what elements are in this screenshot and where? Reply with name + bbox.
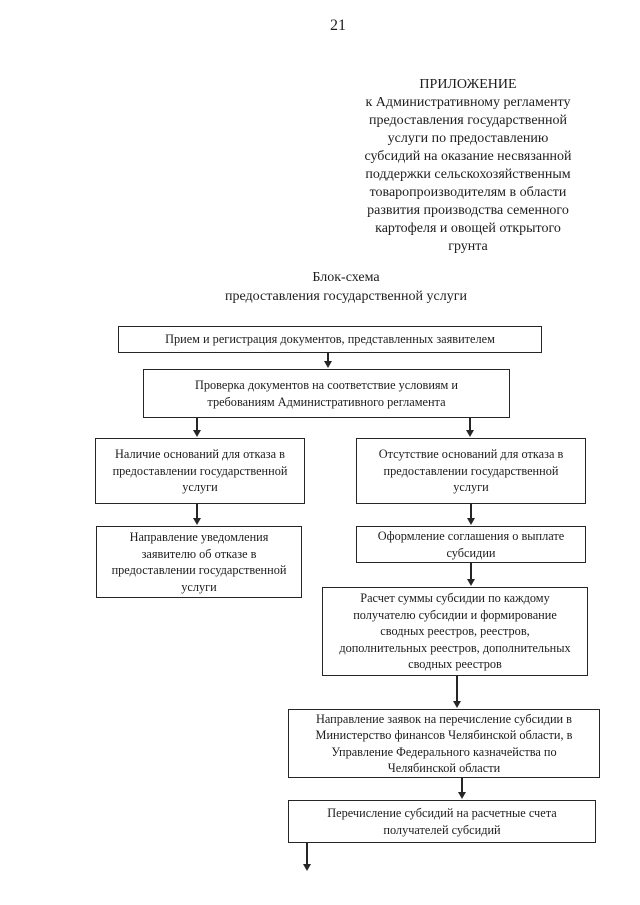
flow-box-refusal-grounds-label: Наличие оснований для отказа в предостав…: [112, 447, 288, 495]
arrow-line: [196, 418, 198, 432]
arrow-calculation-to-requests: [452, 676, 462, 708]
arrow-line: [461, 778, 463, 794]
page-number: 21: [330, 17, 346, 34]
flow-box-reception-label: Прием и регистрация документов, представ…: [165, 332, 495, 347]
arrow-line: [470, 563, 472, 581]
flow-box-calculation: Расчет суммы субсидии по каждому получат…: [322, 587, 588, 676]
flow-box-reception: Прием и регистрация документов, представ…: [118, 326, 542, 353]
arrow-line: [196, 504, 198, 520]
flow-box-refusal-notification-label: Направление уведомления заявителю об отк…: [111, 530, 287, 594]
arrowhead-down-icon: [466, 518, 475, 525]
flow-box-agreement-label: Оформление соглашения о выплате субсидии: [377, 529, 565, 560]
arrowhead-down-icon: [465, 430, 474, 437]
flow-box-agreement: Оформление соглашения о выплате субсидии: [356, 526, 586, 563]
arrow-line: [469, 418, 471, 432]
arrow-line: [306, 843, 308, 866]
appendix-heading: ПРИЛОЖЕНИЕ к Административному регламент…: [320, 76, 616, 256]
arrow-agreement-to-calculation: [466, 563, 476, 586]
flow-box-no-refusal-grounds-label: Отсутствие оснований для отказа в предос…: [378, 447, 564, 495]
flow-box-check-label: Проверка документов на соответствие усло…: [194, 378, 458, 409]
arrow-reception-to-check: [323, 353, 333, 368]
arrow-line: [470, 504, 472, 520]
flow-box-calculation-label: Расчет суммы субсидии по каждому получат…: [339, 591, 571, 672]
flow-box-refusal-notification: Направление уведомления заявителю об отк…: [96, 526, 302, 598]
arrow-requests-to-transfer: [457, 778, 467, 799]
arrow-transfer-continuation: [302, 843, 312, 871]
flow-box-payment-requests-label: Направление заявок на перечисление субси…: [315, 711, 573, 776]
flowchart-title: Блок-схема предоставления государственно…: [225, 270, 467, 304]
flow-box-check: Проверка документов на соответствие усло…: [143, 369, 510, 418]
flow-box-transfer-label: Перечисление субсидий на расчетные счета…: [327, 806, 557, 837]
arrowhead-down-icon: [323, 361, 332, 368]
flow-box-payment-requests: Направление заявок на перечисление субси…: [288, 709, 600, 778]
arrowhead-down-icon: [457, 792, 466, 799]
arrowhead-down-icon: [452, 701, 461, 708]
arrowhead-down-icon: [192, 430, 201, 437]
arrowhead-down-icon: [192, 518, 201, 525]
flow-box-no-refusal-grounds: Отсутствие оснований для отказа в предос…: [356, 438, 586, 504]
appendix-body: к Административному регламенту предостав…: [364, 95, 572, 254]
arrow-no-refusal-to-agreement: [466, 504, 476, 525]
arrow-refusal-to-notification: [192, 504, 202, 525]
arrow-line: [327, 353, 329, 363]
flow-box-refusal-grounds: Наличие оснований для отказа в предостав…: [95, 438, 305, 504]
arrow-check-to-refusal-grounds: [192, 418, 202, 437]
arrowhead-down-icon: [302, 864, 311, 871]
appendix-title: ПРИЛОЖЕНИЕ: [419, 77, 517, 92]
arrowhead-down-icon: [466, 579, 475, 586]
arrow-check-to-no-refusal-grounds: [465, 418, 475, 437]
flow-box-transfer: Перечисление субсидий на расчетные счета…: [288, 800, 596, 843]
arrow-line: [456, 676, 458, 703]
